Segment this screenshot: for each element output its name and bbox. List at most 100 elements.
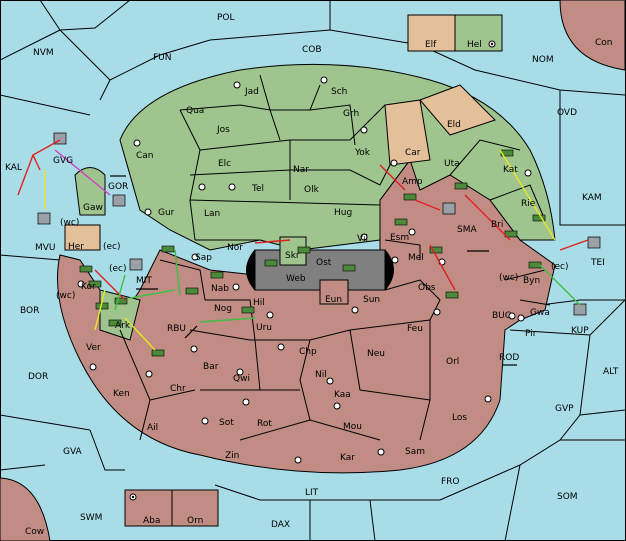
label-vil: Vil [357, 234, 368, 244]
label-amp: Amp [402, 177, 423, 187]
label-sch: Sch [331, 87, 347, 97]
move-arrows [17, 139, 589, 351]
adjacency-arrows [110, 175, 517, 366]
label-nvm: NVM [33, 48, 54, 58]
label-mvu: MVU [35, 243, 56, 253]
label-qwi: Qwi [233, 374, 250, 384]
label-skr: Skr [285, 251, 300, 261]
label-yok: Yok [354, 148, 371, 158]
label-rbu: RBU [167, 324, 186, 334]
label-swm: SWM [80, 513, 102, 523]
label-elc: Elc [218, 159, 231, 169]
label-lit: LIT [305, 488, 319, 498]
label-nom: NOM [532, 55, 554, 65]
label-kar: Kar [340, 453, 355, 463]
coast-wc-2: (wc) [56, 291, 75, 301]
label-bar: Bar [203, 362, 219, 372]
region-orn[interactable] [171, 489, 219, 527]
label-som: SOM [557, 492, 578, 502]
label-her: Her [68, 242, 84, 252]
label-bri: Bri [491, 220, 503, 230]
coast-wc-1: (wc) [60, 218, 79, 228]
label-gvp: GVP [555, 404, 574, 414]
label-rot: Rot [257, 419, 272, 429]
region-eun[interactable] [319, 279, 349, 305]
label-kor: Kor [81, 282, 96, 292]
label-hug: Hug [334, 208, 352, 218]
label-zin: Zin [225, 451, 239, 461]
label-gor: GOR [108, 182, 128, 192]
label-eun: Eun [325, 295, 342, 305]
label-cob: COB [302, 45, 322, 55]
label-kup: KUP [571, 326, 589, 336]
label-gur: Gur [158, 208, 175, 218]
label-nog: Nog [214, 304, 232, 314]
region-elf[interactable] [407, 14, 456, 52]
region-her[interactable] [64, 224, 101, 251]
label-ost: Ost [316, 258, 332, 268]
region-car[interactable] [384, 99, 431, 166]
label-obs: Obs [418, 283, 436, 293]
label-pir: Pir [525, 329, 537, 339]
label-con: Con [595, 38, 613, 48]
label-olk: Olk [304, 185, 320, 195]
label-aba: Aba [143, 516, 160, 526]
label-nil: Nil [315, 370, 327, 380]
coast-ec-2: (ec) [109, 264, 127, 274]
label-fro: FRO [441, 477, 460, 487]
label-sam: Sam [405, 447, 425, 457]
label-can: Can [136, 151, 154, 161]
label-bor: BOR [20, 306, 39, 316]
label-dax: DAX [271, 520, 290, 530]
label-los: Los [452, 413, 467, 423]
label-uru: Uru [256, 323, 272, 333]
label-alt: ALT [603, 367, 619, 377]
label-ovd: OVD [557, 108, 577, 118]
label-fun: FUN [153, 53, 172, 63]
label-orn: Orn [187, 516, 203, 526]
label-ver: Ver [86, 343, 101, 353]
label-lan: Lan [204, 209, 220, 219]
coast-ec-1: (ec) [103, 242, 121, 252]
label-kal: KAL [5, 163, 22, 173]
label-byn: Byn [523, 276, 540, 286]
label-jos: Jos [216, 125, 230, 135]
label-kat: Kat [503, 165, 518, 175]
label-nar: Nar [293, 165, 309, 175]
label-chr: Chr [170, 384, 186, 394]
label-car: Car [405, 148, 421, 158]
label-rie: Rie [521, 199, 536, 209]
label-elf: Elf [425, 40, 437, 50]
label-gaw: Gaw [83, 203, 103, 213]
label-pol: POL [217, 13, 235, 23]
region-con[interactable] [559, 0, 626, 71]
label-nab: Nab [211, 284, 229, 294]
fleet-markers[interactable] [37, 132, 601, 316]
coast-wc-3: (wc) [499, 273, 518, 283]
label-uta: Uta [444, 159, 460, 169]
label-ail: Ail [147, 423, 158, 433]
label-kaa: Kaa [334, 390, 351, 400]
label-grh: Grh [343, 109, 359, 119]
supply-centers [77, 76, 532, 464]
region-ark[interactable] [99, 289, 141, 341]
label-ark: Ark [115, 321, 131, 331]
region-labels: POL NVM FUN COB NOM Con Elf Hel OVD KAL … [5, 13, 619, 537]
label-gwa: Gwa [530, 308, 550, 318]
label-sot: Sot [219, 418, 234, 428]
label-tei: TEI [590, 258, 605, 268]
region-gaw[interactable] [74, 167, 106, 216]
label-sma: SMA [457, 225, 477, 235]
region-eld[interactable] [419, 84, 496, 136]
units[interactable] [79, 149, 546, 357]
land-borders [119, 74, 551, 441]
label-mit: MIT [136, 276, 152, 286]
label-sap: Sap [195, 253, 212, 263]
label-kam: KAM [582, 193, 602, 203]
label-sun: Sun [363, 295, 380, 305]
coast-ec-3: (ec) [551, 262, 569, 272]
label-qua: Qua [186, 106, 204, 116]
label-hel: Hel [467, 40, 482, 50]
